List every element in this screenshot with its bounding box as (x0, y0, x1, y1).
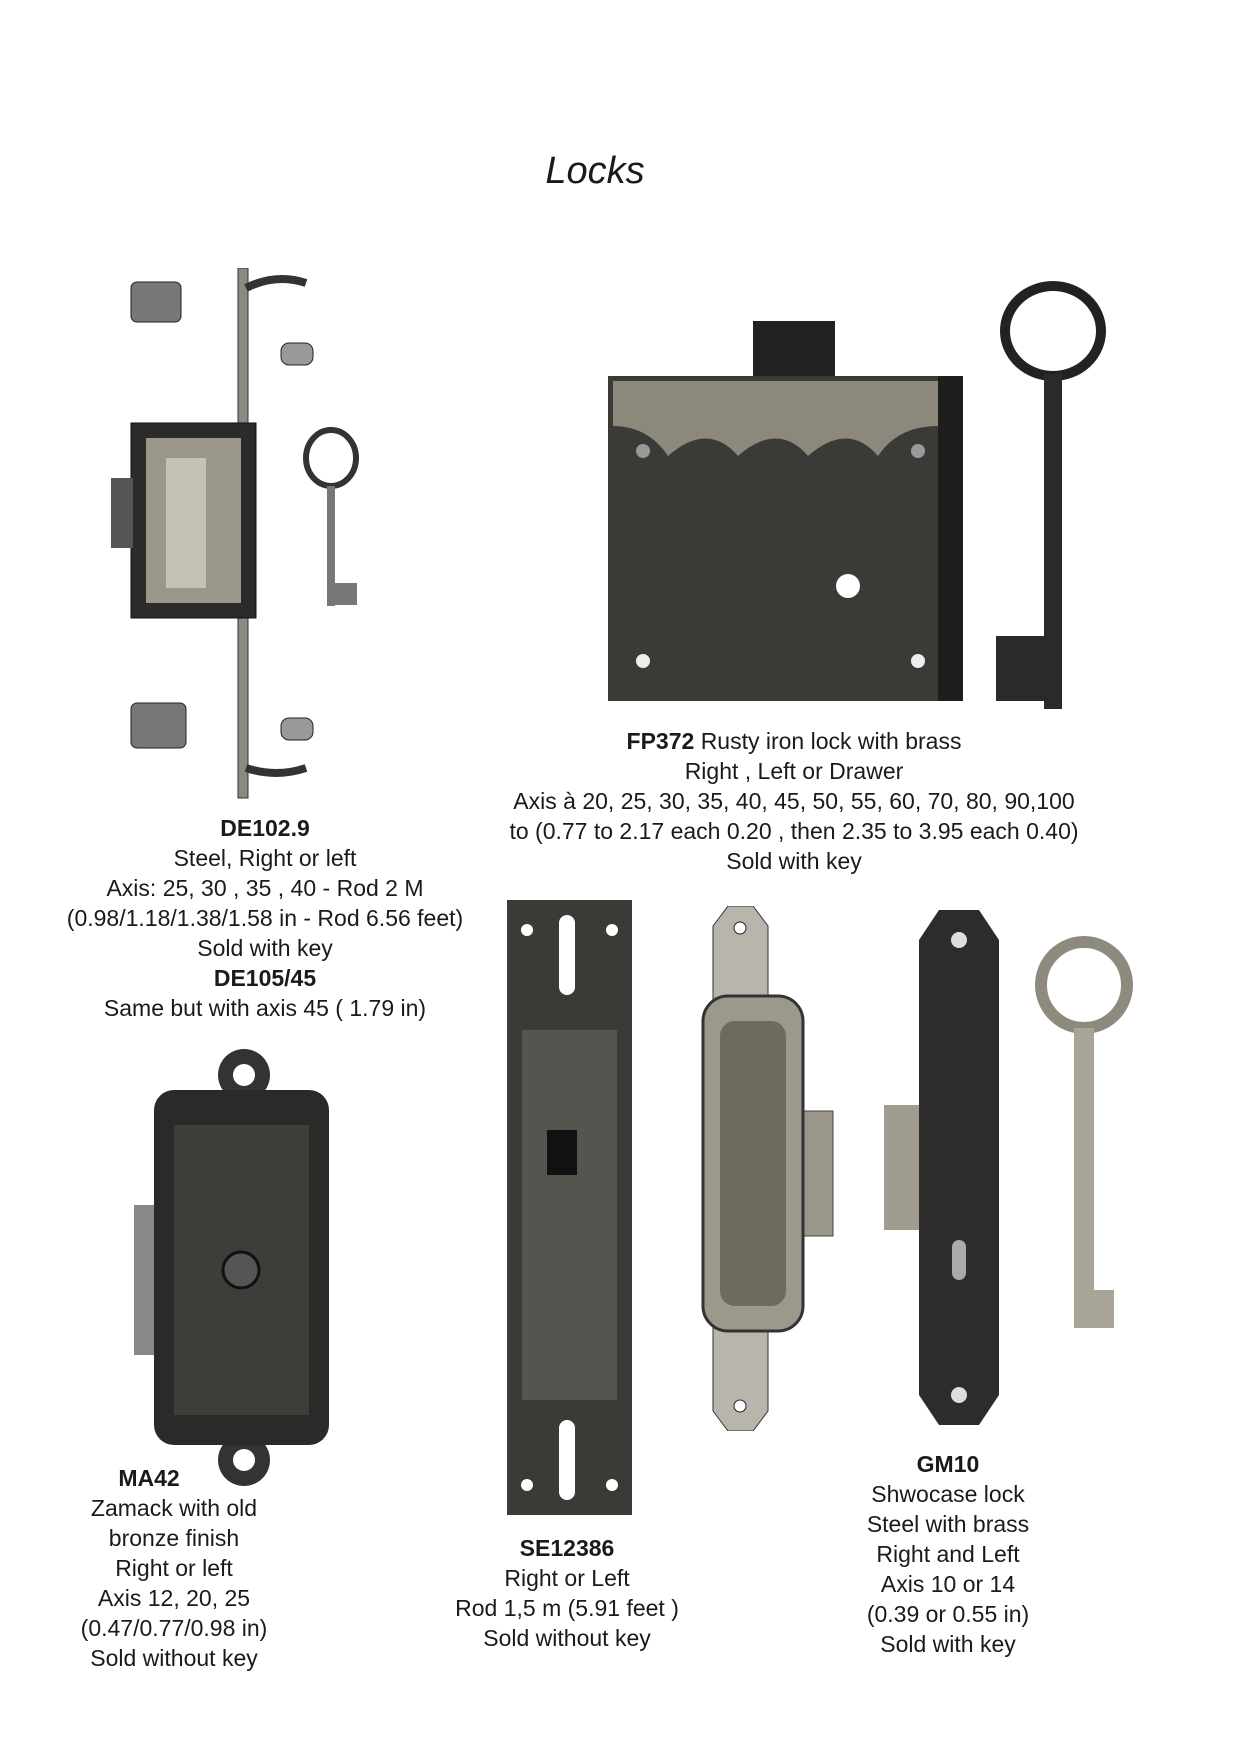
de102-line: (0.98/1.18/1.38/1.58 in - Rod 6.56 feet) (66, 905, 464, 931)
fp372-lock-image (608, 281, 1106, 709)
ma42-line: Right or left (115, 1555, 233, 1581)
gm10-line: Axis 10 or 14 (880, 1571, 1016, 1597)
de102-description: DE102.9 Steel, Right or left Axis: 25, 3… (67, 813, 463, 1023)
se12386-line: Sold without key (483, 1625, 651, 1651)
gm10-line: Shwocase lock (871, 1481, 1025, 1507)
ma42-line: (0.47/0.77/0.98 in) (80, 1615, 268, 1641)
fp372-line: Right , Left or Drawer (684, 758, 904, 784)
gm10-description: GM10 Shwocase lock Steel with brass Righ… (867, 1449, 1029, 1659)
ma42-description: MA42 Zamack with old bronze finish Right… (81, 1463, 268, 1673)
gm10-code: GM10 (916, 1451, 980, 1477)
se12386-line: Right or Left (504, 1565, 630, 1591)
de102-line: Sold with key (197, 935, 333, 961)
ma42-line: bronze finish (108, 1525, 240, 1551)
pull-lock-image (701, 906, 834, 1431)
de105-code: DE105/45 (213, 965, 317, 991)
fp372-description: FP372 Rusty iron lock with brass Right ,… (509, 726, 1078, 876)
ma42-line: Zamack with old (90, 1495, 258, 1521)
de102-lock-image (111, 268, 359, 799)
se12386-code: SE12386 (519, 1535, 615, 1561)
page-title: Locks (545, 150, 645, 192)
de102-line: Steel, Right or left (173, 845, 357, 871)
ma42-line: Axis 12, 20, 25 (97, 1585, 251, 1611)
gm10-line: Right and Left (876, 1541, 1020, 1567)
de105-line: Same but with axis 45 ( 1.79 in) (103, 995, 427, 1021)
se12386-description: SE12386 Right or Left Rod 1,5 m (5.91 fe… (455, 1533, 679, 1653)
fp372-line: to (0.77 to 2.17 each 0.20 , then 2.35 t… (509, 818, 1079, 844)
fp372-headline: Rusty iron lock with brass (694, 728, 962, 754)
ma42-line: Sold without key (90, 1645, 258, 1671)
fp372-line: Sold with key (726, 848, 862, 874)
de102-code: DE102.9 (220, 815, 310, 841)
gm10-line: Sold with key (880, 1631, 1016, 1657)
se12386-lock-image (507, 900, 632, 1515)
fp372-line: Axis à 20, 25, 30, 35, 40, 45, 50, 55, 6… (513, 788, 1075, 814)
ma42-code: MA42 (118, 1465, 180, 1491)
se12386-line: Rod 1,5 m (5.91 feet ) (455, 1595, 679, 1621)
fp372-code: FP372 (626, 728, 695, 754)
ma42-lock-image (134, 1049, 329, 1486)
gm10-line: Steel with brass (866, 1511, 1030, 1537)
gm10-line: (0.39 or 0.55 in) (866, 1601, 1030, 1627)
de102-line: Axis: 25, 30 , 35 , 40 - Rod 2 M (106, 875, 424, 901)
gm10-lock-image (884, 910, 1133, 1425)
